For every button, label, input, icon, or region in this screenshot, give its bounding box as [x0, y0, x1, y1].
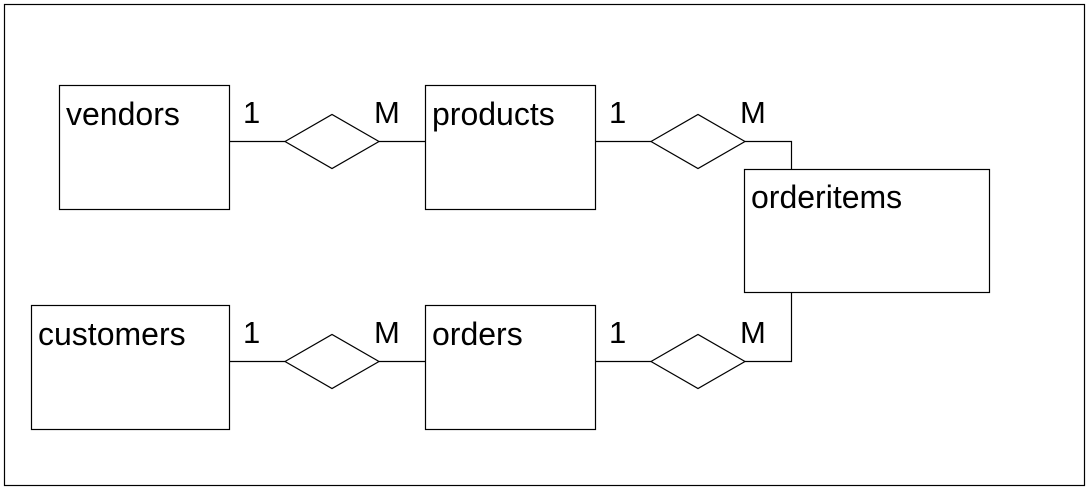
entity-products-box [424, 84, 597, 211]
diagram-frame [3, 3, 1086, 487]
connector-line [745, 293, 793, 363]
connector-line [745, 140, 793, 169]
entity-orderitems[interactable]: orderitems [743, 168, 991, 294]
entity-orders-label: orders [432, 316, 523, 352]
cardinality-one: 1 [609, 315, 626, 350]
entity-orderitems-label: orderitems [751, 179, 902, 215]
cardinality-many: M [374, 315, 400, 350]
entity-vendors-box [58, 84, 231, 211]
entity-customers-label: customers [38, 316, 186, 352]
cardinality-many: M [740, 95, 766, 130]
relationship-customers-orders[interactable]: 1 M [230, 315, 425, 390]
cardinality-many: M [740, 315, 766, 350]
cardinality-one: 1 [243, 95, 260, 130]
relationship-orders-orderitems[interactable]: 1 M [596, 293, 793, 390]
entity-products[interactable]: products [424, 84, 597, 211]
entity-customers[interactable]: customers [30, 304, 231, 431]
entity-customers-box [30, 304, 231, 431]
cardinality-one: 1 [609, 95, 626, 130]
entity-vendors[interactable]: vendors [58, 84, 231, 211]
cardinality-one: 1 [243, 315, 260, 350]
entity-orderitems-box [743, 168, 991, 294]
entity-products-label: products [432, 96, 555, 132]
entity-vendors-label: vendors [66, 96, 180, 132]
entity-orders[interactable]: orders [424, 304, 597, 431]
cardinality-many: M [374, 95, 400, 130]
relationship-products-orderitems[interactable]: 1 M [596, 95, 793, 170]
relationship-vendors-products[interactable]: 1 M [230, 95, 425, 170]
entity-orders-box [424, 304, 597, 431]
